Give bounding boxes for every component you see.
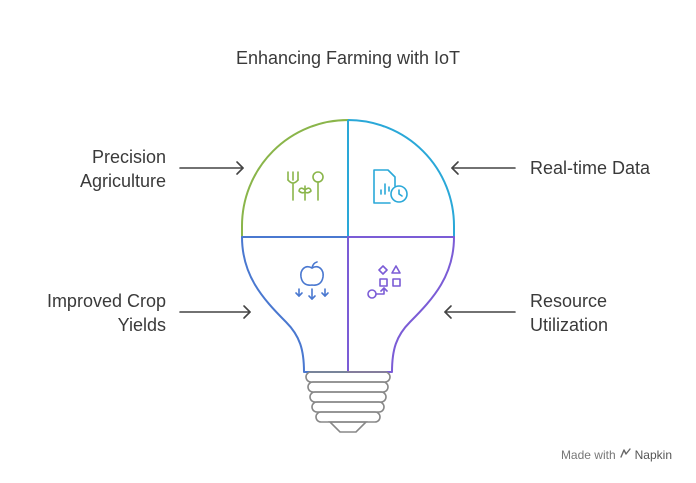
napkin-logo-icon — [619, 448, 631, 462]
bulb-bottom-right-quadrant — [347, 236, 455, 373]
arrow-realtime — [451, 161, 516, 175]
label-real-time-data: Real-time Data — [530, 158, 651, 178]
bulb-top-right-quadrant — [347, 119, 455, 238]
label-resource-utilization: Resource Utilization — [530, 291, 609, 335]
made-with-napkin-footer: Made with Napkin — [561, 448, 672, 462]
label-improved-crop-yields: Improved Crop Yields — [46, 291, 166, 335]
bulb-base — [305, 371, 391, 433]
made-with-text: Made with — [560, 448, 616, 462]
document-chart-clock-icon — [373, 169, 408, 204]
bulb-top-left-quadrant — [241, 119, 349, 238]
fork-spoon-sprout-icon — [287, 171, 324, 201]
arrow-resource — [444, 305, 516, 319]
diagram-title: Enhancing Farming with IoT — [235, 48, 461, 68]
arrow-crop — [179, 305, 251, 319]
label-precision-agriculture: Precision Agriculture — [79, 147, 166, 191]
shapes-flow-icon — [367, 265, 401, 299]
bulb-bottom-left-quadrant — [241, 236, 349, 373]
apple-arrows-down-icon — [295, 261, 329, 300]
napkin-brand-text: Napkin — [634, 448, 672, 462]
arrow-precision — [179, 161, 244, 175]
